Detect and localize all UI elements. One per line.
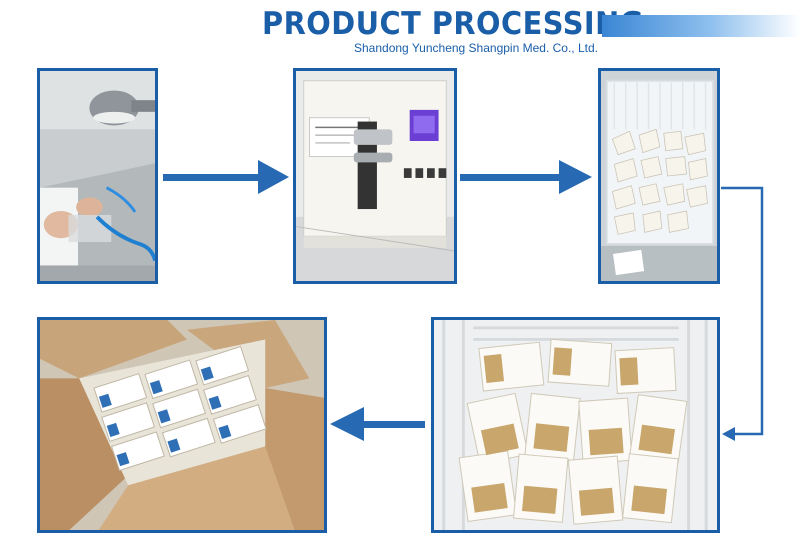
- step3-basket-photo: [598, 68, 720, 284]
- step1-worker-photo: [37, 68, 158, 284]
- packed-carton-icon: [40, 320, 324, 530]
- step2-machine-photo: [293, 68, 457, 284]
- step5-carton-photo: [37, 317, 327, 533]
- step4-packets-photo: [431, 317, 720, 533]
- arrow-right-2-icon: [460, 160, 592, 194]
- winding-machine-icon: [296, 71, 454, 281]
- company-name: Shandong Yuncheng Shangpin Med. Co., Ltd…: [354, 41, 598, 55]
- title-gradient-bar: [602, 15, 800, 37]
- labeled-packets-basket-icon: [434, 320, 717, 530]
- arrow-right-1-icon: [163, 160, 289, 194]
- connector-down-left-icon: [721, 186, 764, 441]
- worker-at-bench-icon: [40, 71, 155, 281]
- page-title: PRODUCT PROCESSING: [262, 6, 644, 42]
- arrow-left-icon: [330, 407, 425, 441]
- suture-basket-icon: [601, 71, 717, 281]
